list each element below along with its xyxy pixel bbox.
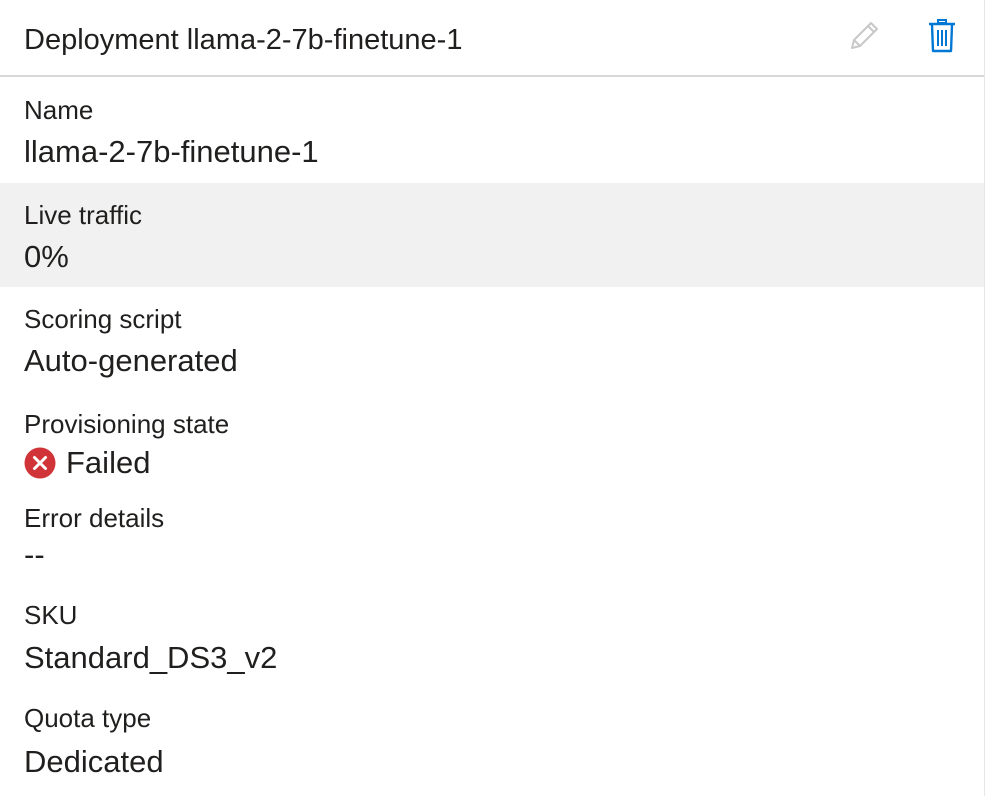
- page-title: Deployment llama-2-7b-finetune-1: [24, 24, 463, 56]
- field-quota-type: Quota type Dedicated: [0, 689, 984, 793]
- trash-icon: [926, 18, 958, 59]
- panel-header: Deployment llama-2-7b-finetune-1: [0, 0, 984, 77]
- field-live-traffic: Live traffic 0%: [0, 183, 984, 287]
- field-label: Name: [24, 95, 94, 125]
- field-scoring-script: Scoring script Auto-generated: [0, 287, 984, 391]
- field-label: Live traffic: [24, 200, 143, 230]
- pencil-icon: [846, 18, 882, 59]
- status-text: Failed: [66, 445, 151, 480]
- field-value: llama-2-7b-finetune-1: [24, 134, 319, 169]
- status-value: Failed: [24, 444, 150, 482]
- field-label: Quota type: [24, 703, 152, 733]
- error-circle-icon: [24, 447, 56, 479]
- field-sku: SKU Standard_DS3_v2: [0, 585, 984, 689]
- field-value: --: [24, 537, 45, 572]
- field-label: Scoring script: [24, 304, 182, 334]
- delete-button[interactable]: [922, 18, 962, 58]
- field-error-details: Error details --: [0, 488, 984, 585]
- field-label: SKU: [24, 600, 78, 630]
- field-value: Dedicated: [24, 744, 164, 779]
- field-label: Provisioning state: [24, 409, 230, 439]
- field-provisioning-state: Provisioning state Failed: [0, 391, 984, 488]
- field-value: Auto-generated: [24, 343, 238, 378]
- field-value: 0%: [24, 239, 69, 274]
- field-label: Error details: [24, 503, 165, 533]
- field-name: Name llama-2-7b-finetune-1: [0, 77, 984, 183]
- edit-button[interactable]: [844, 18, 884, 58]
- field-value: Standard_DS3_v2: [24, 640, 278, 675]
